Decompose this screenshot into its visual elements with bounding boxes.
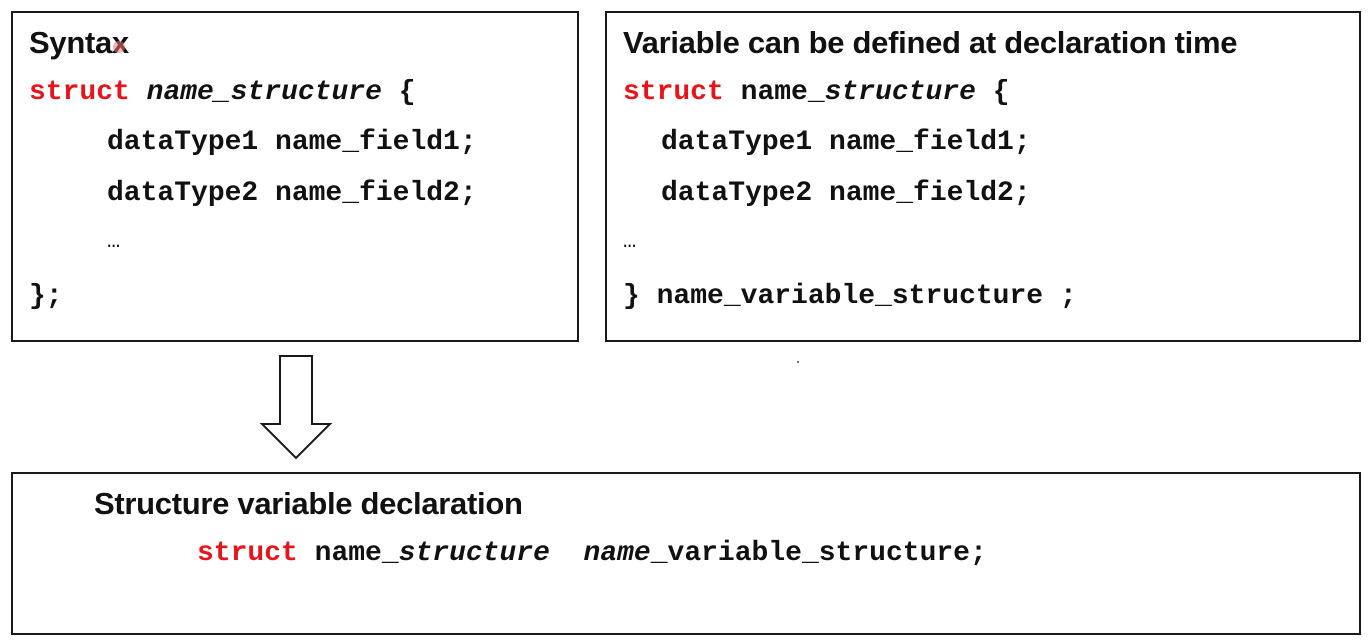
syntax-title: Syntax <box>29 25 129 60</box>
inline-keyword: struct <box>623 77 724 108</box>
inline-close-line: } name_variable_structure ; <box>623 283 1077 311</box>
syntax-struct-line: struct name_structure { <box>29 79 416 107</box>
inline-variable: name_variable_structure ; <box>656 281 1077 312</box>
inline-field1: dataType1 name_field1; <box>661 127 1031 158</box>
variable-declaration-box: Structure variable declaration struct na… <box>11 472 1361 635</box>
syntax-keyword: struct <box>29 77 130 108</box>
syntax-ellipsis: … <box>107 229 121 254</box>
declaration-var-italic: name <box>583 538 651 569</box>
inline-struct-line: struct name_structure { <box>623 79 1010 107</box>
inline-title: Variable can be defined at declaration t… <box>623 25 1238 60</box>
inline-open-brace: { <box>992 77 1010 108</box>
inline-name-italic: structure <box>824 77 976 108</box>
declaration-title: Structure variable declaration <box>94 486 523 521</box>
inline-field2: dataType2 name_field2; <box>661 178 1031 209</box>
syntax-open-brace: { <box>398 77 416 108</box>
syntax-field1: dataType1 name_field1; <box>107 127 477 158</box>
declaration-code-line: struct name_structure name_variable_stru… <box>197 540 987 568</box>
syntax-box: Syntax struct name_structure { dataType1… <box>11 11 579 342</box>
syntax-struct-name: name_structure <box>146 77 382 108</box>
inline-ellipsis: … <box>623 229 637 254</box>
declaration-name-italic: structure <box>398 538 550 569</box>
inline-close-brace: } <box>623 281 640 312</box>
declaration-keyword: struct <box>197 538 298 569</box>
declaration-name-prefix: name_ <box>314 538 399 569</box>
syntax-close: }; <box>29 281 63 312</box>
inline-name-prefix: name_ <box>740 77 825 108</box>
cursor-highlight <box>113 41 125 53</box>
down-arrow-icon <box>259 355 333 460</box>
syntax-field2: dataType2 name_field2; <box>107 178 477 209</box>
stray-dot <box>797 361 799 363</box>
inline-declaration-box: Variable can be defined at declaration t… <box>605 11 1361 342</box>
declaration-var-rest: _variable_structure; <box>650 538 987 569</box>
